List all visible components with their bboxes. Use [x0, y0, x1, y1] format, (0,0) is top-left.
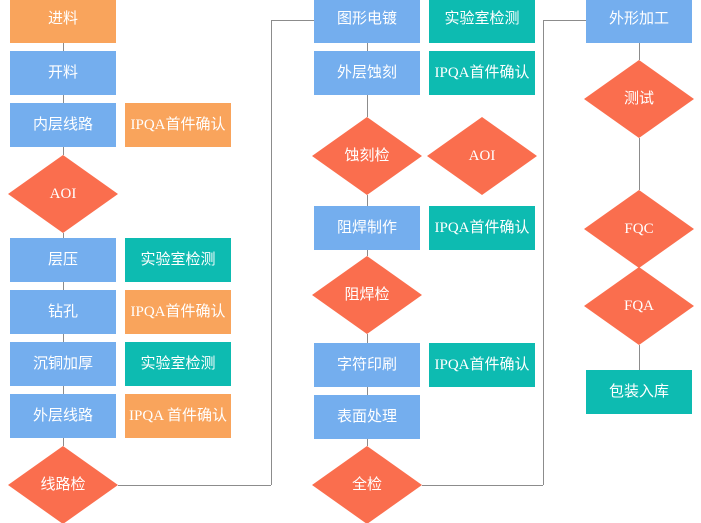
connector-line — [639, 138, 640, 190]
connector-line — [63, 95, 64, 103]
flow-node-label: 进料 — [47, 11, 78, 28]
flow-node-label: IPQA首件确认 — [130, 303, 226, 320]
flow-node-r1[interactable]: 外形加工 — [586, 0, 692, 43]
connector-line — [118, 485, 271, 486]
flow-node-label: 外层蚀刻 — [336, 64, 397, 81]
connector-line — [367, 195, 368, 206]
flow-node-label: IPQA首件确认 — [434, 356, 530, 373]
flow-node-r4[interactable]: FQA — [584, 267, 694, 345]
connector-line — [63, 334, 64, 342]
connector-line — [639, 345, 640, 370]
flow-node-n4[interactable]: AOI — [8, 155, 118, 233]
flow-node-r2[interactable]: 测试 — [584, 60, 694, 138]
flow-node-m3b[interactable]: AOI — [427, 117, 537, 195]
flow-node-label: IPQA首件确认 — [434, 64, 530, 81]
connector-line — [367, 334, 368, 343]
flow-node-label: 钻孔 — [47, 303, 78, 320]
connector-line — [63, 386, 64, 394]
flow-node-n2[interactable]: 开料 — [10, 51, 116, 95]
flow-node-label: IPQA 首件确认 — [129, 407, 227, 424]
connector-line — [367, 387, 368, 395]
connector-line — [63, 233, 64, 238]
diamond-shape — [584, 60, 694, 138]
flow-node-m2q[interactable]: IPQA首件确认 — [429, 51, 535, 95]
connector-line — [543, 20, 544, 485]
flow-node-label: 开料 — [47, 64, 78, 81]
flow-node-n6[interactable]: 钻孔 — [10, 290, 116, 334]
flow-node-n1[interactable]: 进料 — [10, 0, 116, 43]
flow-node-m6q[interactable]: IPQA首件确认 — [429, 343, 535, 387]
connector-line — [63, 147, 64, 155]
flow-node-label: FQA — [623, 297, 654, 314]
flow-node-label: 表面处理 — [336, 408, 397, 425]
flow-node-r5[interactable]: 包装入库 — [586, 370, 692, 414]
connector-line — [63, 43, 64, 51]
flow-node-label: 实验室检测 — [140, 355, 216, 372]
connector-line — [271, 20, 314, 21]
flow-node-label: 包装入库 — [608, 383, 669, 400]
flow-node-n5q[interactable]: 实验室检测 — [125, 238, 231, 282]
flow-node-label: 蚀刻检 — [344, 147, 390, 164]
flow-node-label: FQC — [624, 220, 654, 237]
connector-line — [422, 485, 543, 486]
flow-node-n9[interactable]: 线路检 — [8, 446, 118, 523]
connector-line — [63, 282, 64, 290]
connector-line — [639, 43, 640, 60]
flow-node-label: 阻焊制作 — [336, 219, 397, 236]
flow-node-n6q[interactable]: IPQA首件确认 — [125, 290, 231, 334]
diamond-shape — [427, 117, 537, 195]
diamond-shape — [312, 446, 422, 523]
flow-node-m8[interactable]: 全检 — [312, 446, 422, 523]
connector-line — [543, 20, 586, 21]
flow-node-label: 图形电镀 — [336, 11, 397, 28]
flow-node-n8q[interactable]: IPQA 首件确认 — [125, 394, 231, 438]
diamond-shape — [8, 446, 118, 523]
flow-node-label: IPQA首件确认 — [434, 219, 530, 236]
connector-line — [63, 438, 64, 446]
flow-node-label: 全检 — [351, 476, 382, 493]
diamond-shape — [584, 190, 694, 268]
flow-node-n3q[interactable]: IPQA首件确认 — [125, 103, 231, 147]
flow-node-label: 实验室检测 — [444, 11, 520, 28]
flow-node-label: 沉铜加厚 — [32, 355, 93, 372]
connector-line — [367, 439, 368, 446]
flow-node-m3[interactable]: 蚀刻检 — [312, 117, 422, 195]
flow-node-n8[interactable]: 外层线路 — [10, 394, 116, 438]
diamond-shape — [312, 117, 422, 195]
flow-node-label: 外层线路 — [32, 407, 93, 424]
flow-node-label: 实验室检测 — [140, 251, 216, 268]
flow-node-label: IPQA首件确认 — [130, 116, 226, 133]
flow-node-n7q[interactable]: 实验室检测 — [125, 342, 231, 386]
flow-node-r3[interactable]: FQC — [584, 190, 694, 268]
flow-node-m1q[interactable]: 实验室检测 — [429, 0, 535, 43]
flow-node-m4[interactable]: 阻焊制作 — [314, 206, 420, 250]
connector-line — [367, 95, 368, 117]
flow-node-label: 测试 — [623, 90, 654, 107]
flow-node-n7[interactable]: 沉铜加厚 — [10, 342, 116, 386]
flow-node-n3[interactable]: 内层线路 — [10, 103, 116, 147]
flow-node-label: 阻焊检 — [344, 286, 390, 303]
connector-line — [271, 20, 272, 485]
flow-node-label: 线路检 — [40, 476, 86, 493]
flow-node-label: 层压 — [47, 251, 78, 268]
connector-line — [367, 43, 368, 51]
flow-node-m7[interactable]: 表面处理 — [314, 395, 420, 439]
flow-node-m2[interactable]: 外层蚀刻 — [314, 51, 420, 95]
flow-node-label: AOI — [49, 185, 77, 202]
flow-node-label: 内层线路 — [32, 116, 93, 133]
connector-line — [367, 250, 368, 256]
diamond-shape — [312, 256, 422, 334]
flow-node-m5[interactable]: 阻焊检 — [312, 256, 422, 334]
flow-node-label: 字符印刷 — [336, 356, 397, 373]
flow-node-m4q[interactable]: IPQA首件确认 — [429, 206, 535, 250]
flow-node-label: 外形加工 — [608, 11, 669, 28]
flow-node-n5[interactable]: 层压 — [10, 238, 116, 282]
diamond-shape — [584, 267, 694, 345]
diamond-shape — [8, 155, 118, 233]
flow-node-m1[interactable]: 图形电镀 — [314, 0, 420, 43]
flow-node-m6[interactable]: 字符印刷 — [314, 343, 420, 387]
flow-node-label: AOI — [468, 147, 496, 164]
